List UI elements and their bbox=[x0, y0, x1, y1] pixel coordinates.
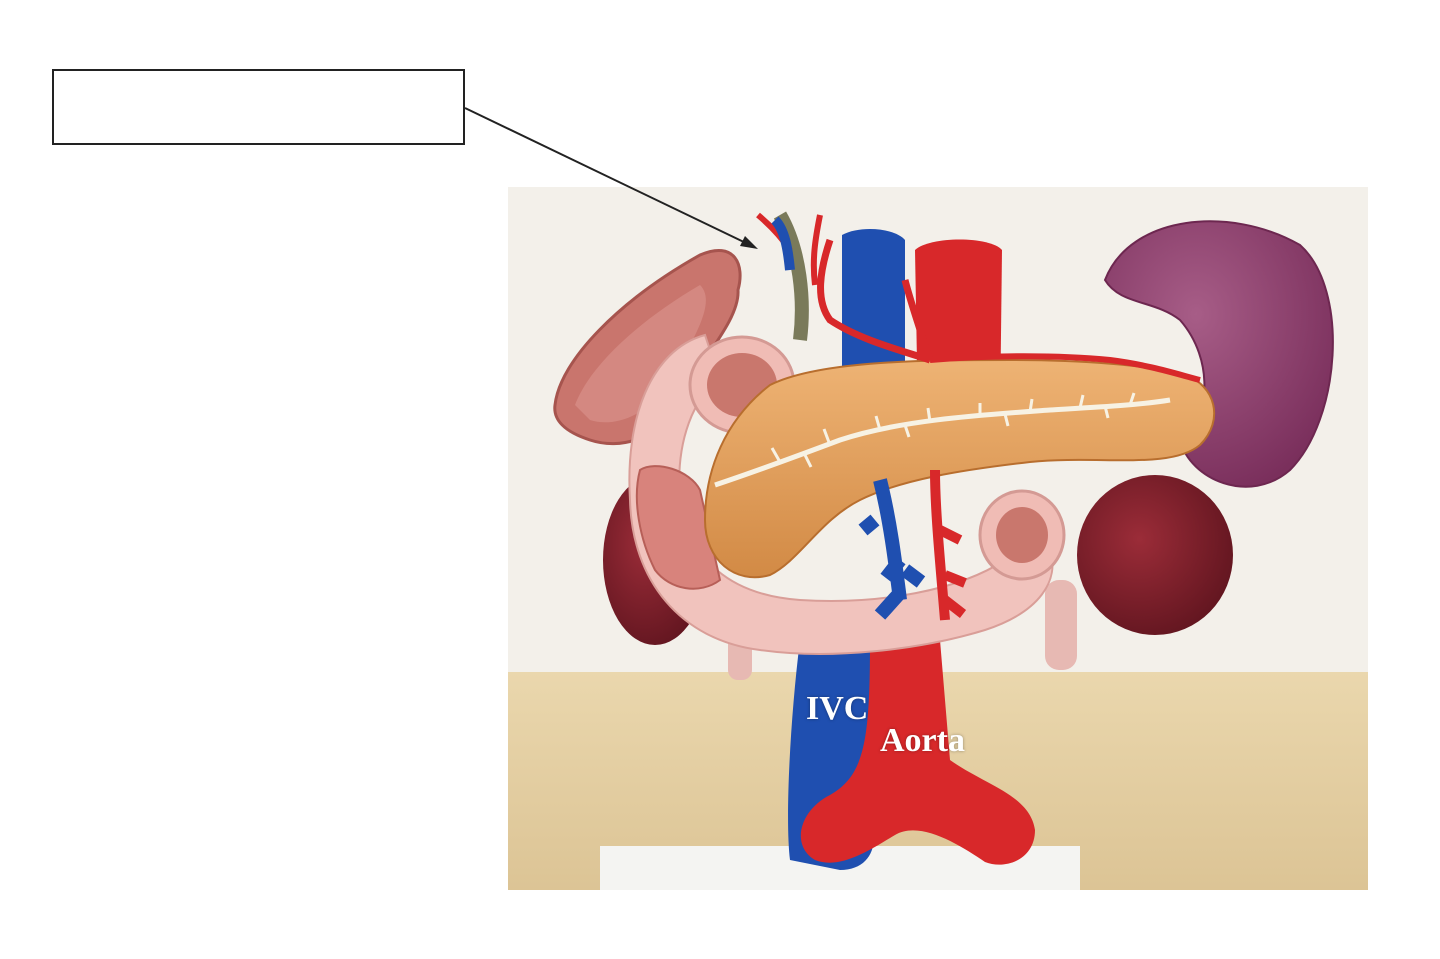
gallbladder-mucosa bbox=[575, 285, 706, 423]
portal-vein-upper bbox=[771, 216, 795, 271]
ivc-label: IVC bbox=[806, 690, 869, 727]
spleen bbox=[1103, 220, 1334, 488]
aorta-label: Aorta bbox=[880, 722, 965, 759]
superior-mesenteric-vein bbox=[858, 478, 926, 620]
duodenum-opened bbox=[635, 465, 722, 590]
duodenum-cut-lumen bbox=[996, 507, 1048, 563]
pancreatic-duct-branches bbox=[770, 392, 1136, 468]
leader-line bbox=[464, 107, 749, 245]
leader-arrowhead bbox=[740, 236, 758, 249]
right-kidney bbox=[1077, 475, 1233, 635]
pancreas bbox=[703, 358, 1216, 579]
answer-label-box[interactable] bbox=[52, 69, 465, 145]
aorta-lower bbox=[800, 640, 1035, 865]
celiac-branches bbox=[817, 238, 934, 364]
right-ureter bbox=[1045, 580, 1077, 670]
common-bile-duct bbox=[773, 211, 809, 341]
splenic-artery bbox=[929, 353, 1201, 383]
pancreatic-duct bbox=[714, 397, 1171, 488]
anatomy-photo bbox=[508, 187, 1368, 890]
superior-mesenteric-artery bbox=[930, 469, 967, 621]
